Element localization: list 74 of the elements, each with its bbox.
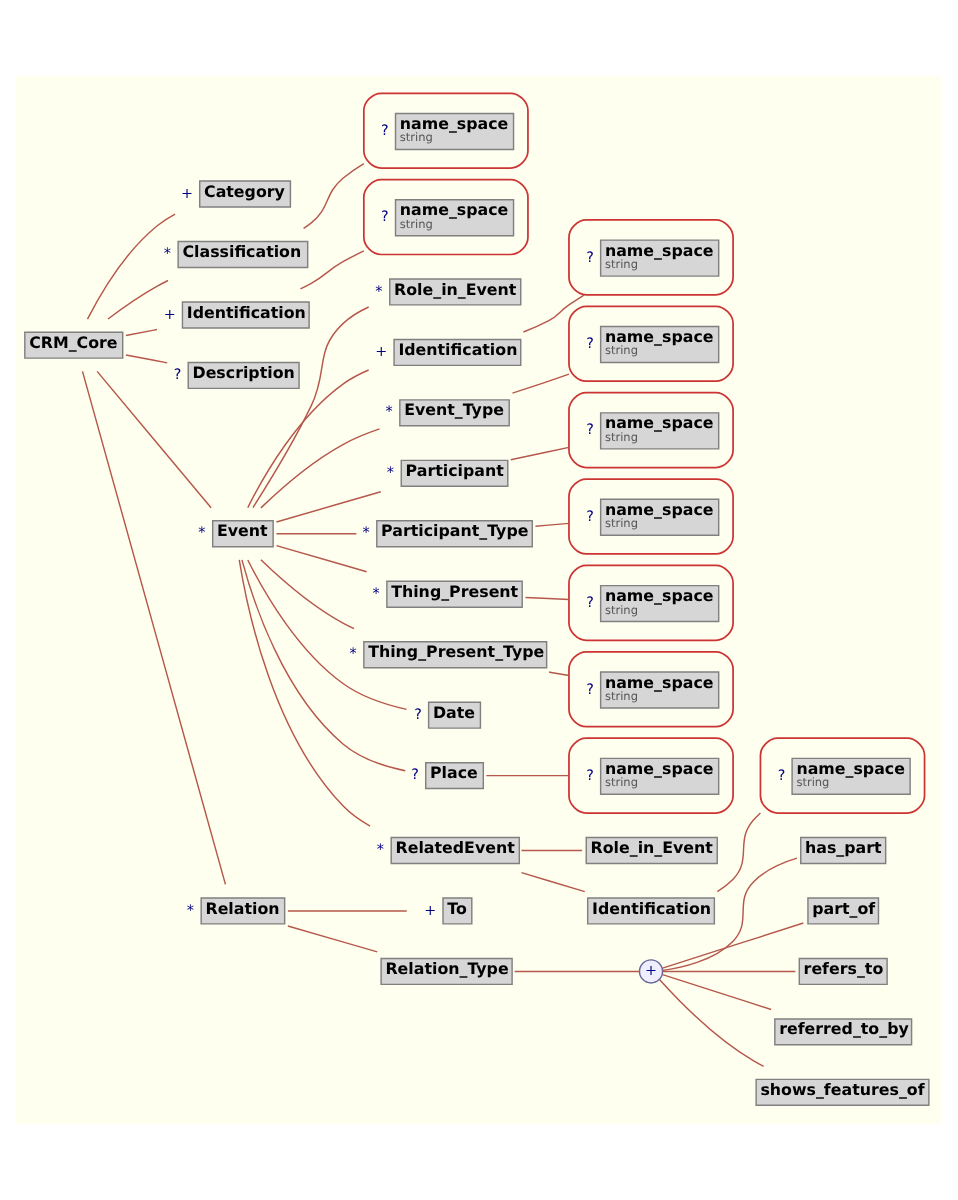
node-circle: +: [638, 959, 664, 984]
connector: [524, 596, 570, 601]
node-label: ?: [586, 679, 594, 698]
cluster: [362, 178, 529, 256]
connector: [247, 369, 370, 509]
connector: [125, 354, 168, 364]
node-label: ?: [381, 121, 389, 140]
cluster: [568, 305, 734, 383]
node-label: ?: [777, 765, 786, 784]
connector: [716, 812, 762, 893]
connector: [252, 306, 370, 509]
connector: [241, 559, 406, 772]
connector: [86, 213, 176, 320]
connector: [107, 279, 169, 320]
connector: [662, 857, 798, 972]
cluster: [568, 737, 734, 814]
node-label: *: [198, 523, 206, 542]
node-label: *: [386, 462, 395, 481]
node-label: *: [385, 402, 393, 421]
node-label: +: [375, 341, 388, 360]
node-label: ?: [586, 593, 594, 612]
node-label: ?: [414, 704, 422, 723]
connector: [275, 544, 368, 573]
connector: [287, 925, 378, 953]
connector: [302, 162, 365, 230]
node-label: *: [375, 281, 383, 300]
cluster: [362, 92, 529, 169]
connector: [658, 978, 765, 1068]
connector: [485, 774, 570, 777]
node-label: +: [163, 304, 176, 323]
node-label: ?: [586, 334, 594, 353]
node-label: *: [376, 840, 384, 859]
connector: [238, 559, 371, 827]
node-label: ?: [586, 765, 594, 784]
connector: [260, 558, 355, 630]
node-label: *: [163, 244, 171, 263]
connector: [299, 250, 365, 290]
connector: [548, 671, 570, 677]
node-label: *: [362, 523, 370, 542]
connector: [287, 910, 408, 912]
cluster: [759, 737, 926, 814]
cluster: [568, 564, 734, 642]
cluster: [568, 650, 734, 728]
connector: [511, 373, 570, 394]
node-label: ?: [586, 247, 594, 266]
connector: [520, 871, 586, 893]
node-label: *: [349, 644, 357, 663]
connector: [510, 446, 570, 461]
node-label: +: [424, 900, 437, 919]
connector: [260, 428, 381, 509]
node-label: *: [372, 583, 380, 602]
connector: [81, 370, 227, 886]
connector: [661, 970, 797, 973]
connector: [534, 522, 570, 527]
connector: [520, 849, 583, 852]
connector: [513, 970, 640, 973]
cluster: [568, 219, 734, 296]
cluster: [568, 478, 734, 555]
node-label: ?: [411, 765, 419, 784]
node-label: ?: [173, 365, 182, 384]
connector: [275, 491, 382, 523]
cluster: [568, 391, 734, 469]
connector: [661, 973, 772, 1011]
connector: [522, 294, 586, 333]
node-label: *: [186, 900, 194, 919]
connector: [661, 922, 805, 969]
connector: [125, 328, 158, 337]
connector: [275, 533, 358, 535]
node-label: ?: [381, 207, 389, 226]
node-label: +: [181, 183, 194, 202]
node-label: ?: [586, 420, 594, 439]
node-label: ?: [586, 506, 594, 525]
connector: [247, 559, 408, 711]
connector: [96, 370, 212, 509]
